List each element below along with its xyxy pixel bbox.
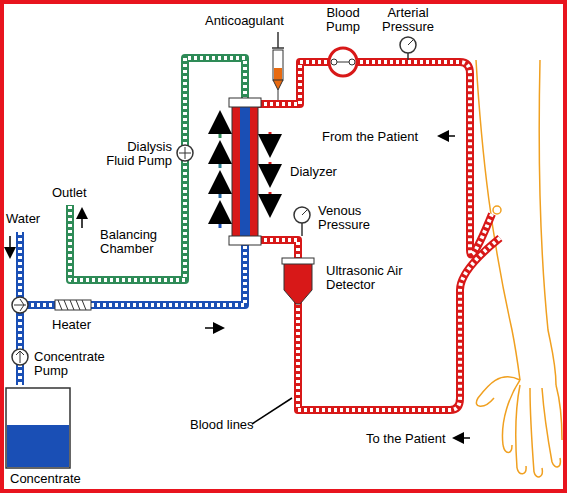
component-label: Balancing Chamber	[100, 228, 174, 255]
component-label: Anticoagulant	[205, 14, 284, 28]
component-label: Concentrate Pump	[34, 350, 118, 377]
component-label: To the Patient	[366, 432, 446, 446]
component-label: Concentrate	[10, 472, 81, 486]
component-label: Dialysis Fluid Pump	[100, 140, 172, 167]
component-label: Blood lines	[190, 418, 254, 432]
component-label: Water	[6, 212, 40, 226]
component-label: Ultrasonic Air Detector	[326, 264, 410, 291]
component-label: Blood Pump	[318, 6, 368, 33]
component-label: Arterial Pressure	[375, 6, 441, 33]
component-label: Venous Pressure	[318, 204, 380, 231]
arm-outline	[476, 60, 562, 477]
component-label: From the Patient	[322, 130, 418, 144]
component-label: Heater	[52, 318, 91, 332]
component-label: Dialyzer	[290, 165, 337, 179]
component-label: Outlet	[52, 186, 87, 200]
